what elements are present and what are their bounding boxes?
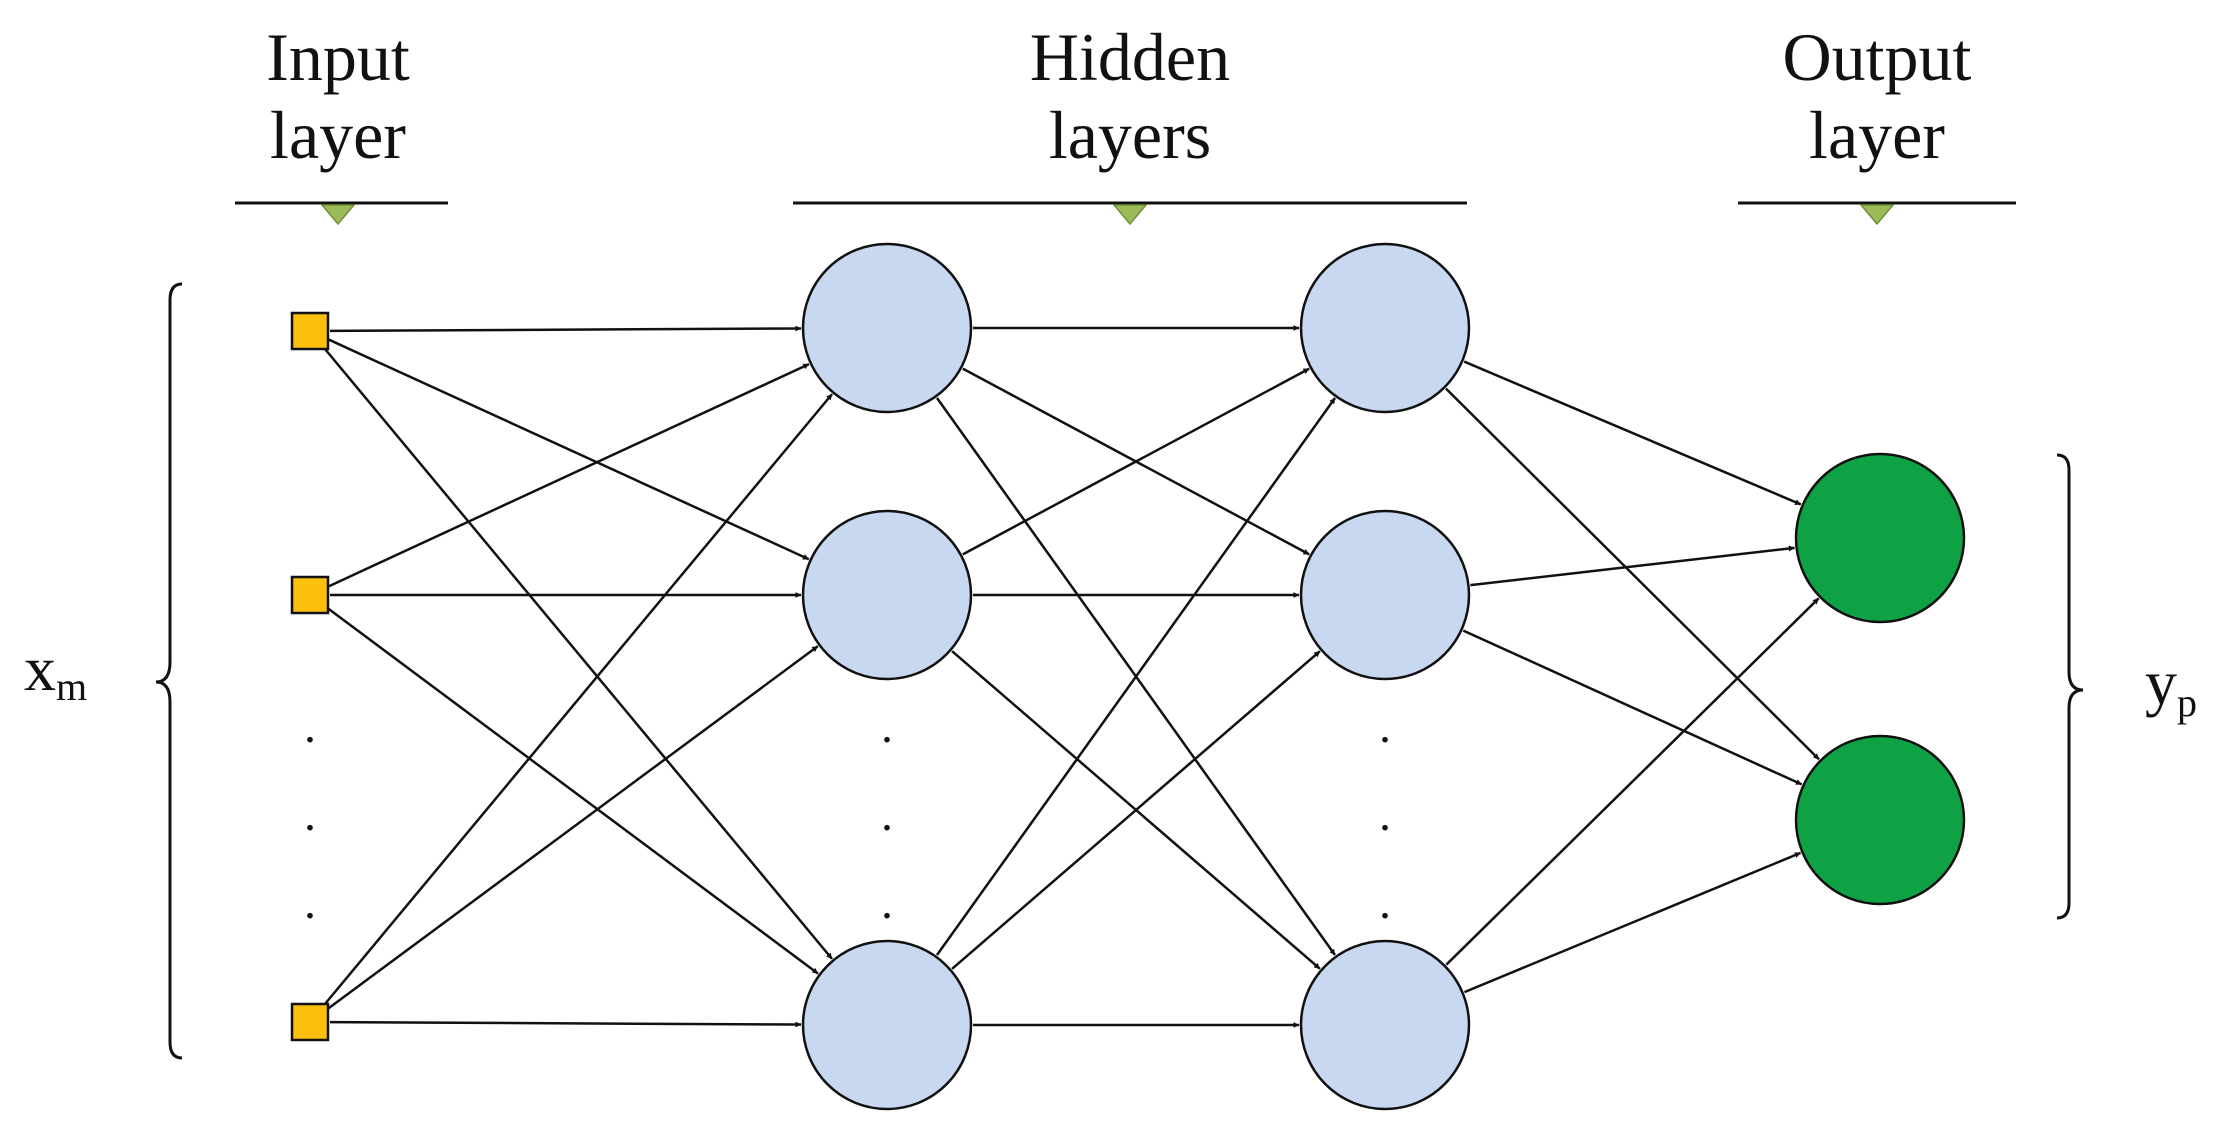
input-node-3 [290,1002,330,1042]
hidden-2-ellipsis-dot-1: . [1379,700,1391,753]
input-ellipsis-dot-1: . [304,700,316,753]
input-layer-heading: Input layer [235,19,448,226]
input-layer-label-line1: Input [266,19,410,95]
input-ellipsis-dot-3: . [304,876,316,929]
hidden-2-ellipsis-dot-3: . [1379,876,1391,929]
output-layer-marker [1859,204,1895,226]
input-layer-label-line2: layer [270,97,406,173]
edge-input-1-to-hidden-1-2 [327,338,810,561]
edge-hidden-1-3-to-hidden-2-1 [935,397,1337,956]
edge-hidden-2-1-to-output-2 [1445,387,1820,761]
input-node-2 [290,575,330,615]
input-ellipsis-dot-2: . [304,788,316,841]
input-brace [155,282,183,1060]
edge-hidden-2-2-to-output-2 [1462,629,1803,786]
hidden-1-node-3 [801,939,973,1111]
output-variable-symbol: y [2145,647,2177,718]
edge-input-2-to-hidden-1-3 [325,605,819,975]
output-brace [2056,453,2084,920]
output-layer-label-line2: layer [1809,97,1945,173]
output-layer-heading: Output layer [1738,19,2016,226]
hidden-layers-label-line1: Hidden [1030,19,1230,95]
output-variable-subscript: p [2177,680,2197,725]
hidden-1-node-2 [801,509,973,681]
edge-hidden-2-2-to-output-1 [1470,545,1795,587]
edge-input-3-to-hidden-1-2 [325,645,819,1012]
edge-hidden-1-3-to-hidden-2-2 [951,650,1321,970]
nodes [290,242,1966,1111]
edge-input-2-to-hidden-1-1 [327,362,810,588]
input-variable-subscript: m [56,664,87,709]
hidden-layers-heading: Hidden layers [793,19,1467,226]
hidden-1-ellipsis-dot-1: . [881,700,893,753]
output-variable-label: yp [2145,647,2197,725]
output-node-2 [1794,734,1966,906]
hidden-1-ellipsis-dot-2: . [881,788,893,841]
edge-input-3-to-hidden-1-3 [329,1020,802,1028]
edge-hidden-1-2-to-hidden-2-1 [962,367,1310,556]
hidden-1-ellipsis: . . . [881,700,893,929]
edge-hidden-2-3-to-output-2 [1463,851,1802,994]
hidden-1-ellipsis-dot-3: . [881,876,893,929]
edge-input-1-to-hidden-1-1 [329,325,802,333]
hidden-2-node-1 [1299,242,1471,414]
input-ellipsis: . . . [304,700,316,929]
output-layer-label-line1: Output [1783,19,1972,95]
hidden-1-node-1 [801,242,973,414]
output-node-1 [1794,452,1966,624]
input-node-1 [290,311,330,351]
hidden-2-node-3 [1299,939,1471,1111]
hidden-2-ellipsis: . . . [1379,700,1391,929]
edge-hidden-2-1-to-output-1 [1463,360,1802,506]
edge-input-1-to-hidden-1-3 [321,345,833,960]
edge-hidden-2-3-to-output-1 [1445,597,1820,966]
input-variable-label: xm [24,633,87,709]
input-variable-symbol: x [24,633,56,704]
connections [321,325,1820,1028]
hidden-layers-marker [1112,204,1148,226]
hidden-2-ellipsis-dot-2: . [1379,788,1391,841]
input-layer-marker [320,204,356,226]
hidden-layers-label-line2: layers [1049,97,1211,173]
hidden-2-node-2 [1299,509,1471,681]
edge-input-3-to-hidden-1-1 [321,393,833,1008]
